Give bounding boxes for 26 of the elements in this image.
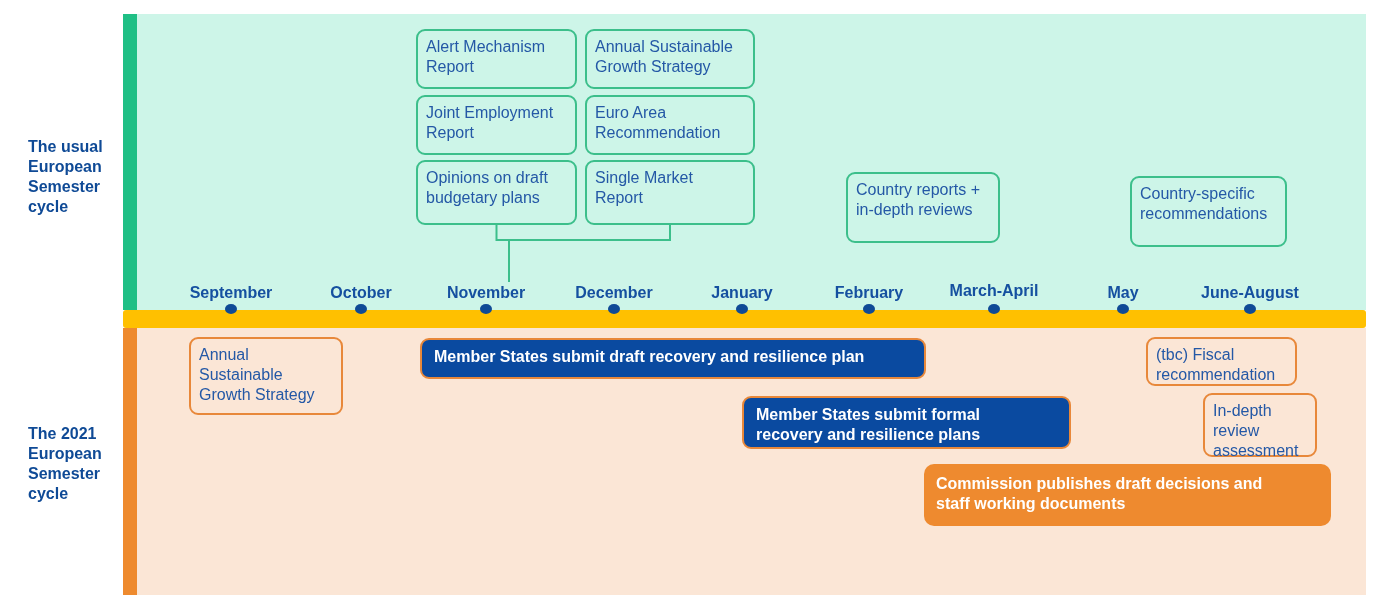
milestone-bar: Member States submit formal recovery and resilience plans [742,396,1071,449]
month-label: January [711,284,773,302]
event-box: Country-specific recommendations [1130,176,1287,247]
event-box: (tbc) Fiscal recommendation [1146,337,1297,386]
event-box: Opinions on draft budgetary plans [416,160,577,225]
lane-heading: The usual European Semester cycle [28,137,104,217]
month-label: June-August [1201,284,1299,302]
event-box: In-depth review assessment [1203,393,1317,457]
milestone-bar: Commission publishes draft decisions and staff working documents [924,464,1331,526]
month-label: September [189,284,273,302]
event-box: Euro Area Recommendation [585,95,755,155]
month-label: October [330,284,392,302]
event-box: Joint Employment Report [416,95,577,155]
month-label: December [575,284,653,302]
milestone-bar: Member States submit draft recovery and resilience plan [420,338,926,379]
event-box: Annual Sustainable Growth Strategy [585,29,755,89]
connector-line [508,224,671,283]
event-box: Annual Sustainable Growth Strategy [189,337,343,415]
lane-heading: The 2021 European Semester cycle [28,424,103,504]
month-label: March-April [949,282,1039,300]
event-box: Alert Mechanism Report [416,29,577,89]
event-box: Country reports + in-depth reviews [846,172,1000,243]
month-label: February [834,284,904,302]
month-label: May [1107,284,1139,302]
event-box: Single Market Report [585,160,755,225]
month-label: November [446,284,526,302]
